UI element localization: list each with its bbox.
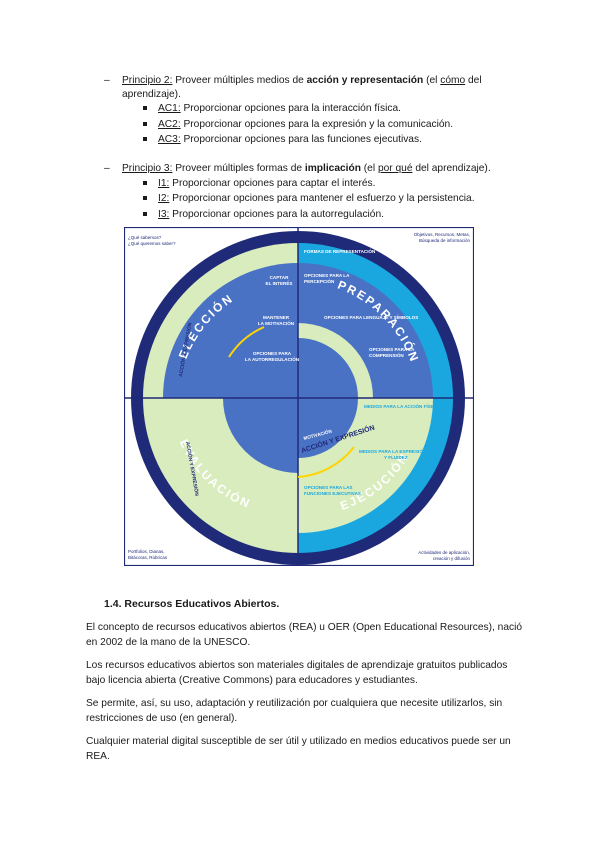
accent-arc (228, 326, 265, 358)
label-lenguaje: OPCIONES PARA LENGUAJE Y SÍMBOLOS (324, 313, 418, 320)
label-accion-fisica: MEDIOS PARA LA ACCIÓN FÍSICA (364, 402, 439, 409)
bullet-icon (143, 212, 147, 216)
list-item: AC1: Proporcionar opciones para la inter… (158, 103, 401, 114)
paragraph: El concepto de recursos educativos abier… (86, 622, 523, 648)
principle-2-link: Principio 2: (122, 75, 173, 86)
accent-arc (297, 446, 355, 478)
corner-note-tr: Objetivos, Recursos, Metas,Búsqueda de i… (414, 232, 471, 243)
bullet-icon (143, 196, 147, 200)
paragraph: Se permite, así, su uso, adaptación y re… (86, 698, 503, 724)
bullet-icon (143, 122, 147, 126)
principle-2-line: Principio 2: Proveer múltiples medios de… (122, 75, 482, 86)
dash-marker: – (104, 163, 110, 174)
dash-marker: – (104, 75, 110, 86)
list-item: AC2: Proporcionar opciones para la expre… (158, 119, 454, 130)
bullet-icon (143, 181, 147, 185)
list-item: I2: Proporcionar opciones para mantener … (158, 193, 475, 204)
dua-wheel-diagram: ELECCIÓN PREPARACIÓN EVALUACIÓN EJECUCIÓ… (124, 227, 474, 566)
section-heading: 1.4. Recursos Educativos Abiertos. (104, 598, 280, 610)
principle-3-line: Principio 3: Proveer múltiples formas de… (122, 163, 491, 174)
corner-note-bl: Portfolios, Dianas,Bitácoras, Rúbricas (128, 549, 168, 560)
label-formas-representacion: FORMAS DE REPRESENTACIÓN (304, 247, 376, 254)
bullet-icon (143, 137, 147, 141)
paragraph: Los recursos educativos abiertos son mat… (86, 660, 508, 686)
bullet-icon (143, 106, 147, 110)
list-item: I1: Proporcionar opciones para captar el… (158, 178, 376, 189)
list-item: I3: Proporcionar opciones para la autorr… (158, 209, 384, 220)
corner-note-br: Actividades de aplicación,creación y dif… (418, 550, 470, 561)
corner-note-tl: ¿Qué sabemos?¿Qué queremos saber? (128, 235, 176, 246)
paragraph: Cualquier material digital susceptible d… (86, 736, 511, 762)
principle-3-link: Principio 3: (122, 163, 173, 174)
principle-2-continuation: aprendizaje). (122, 89, 181, 100)
list-item: AC3: Proporcionar opciones para las func… (158, 134, 422, 145)
